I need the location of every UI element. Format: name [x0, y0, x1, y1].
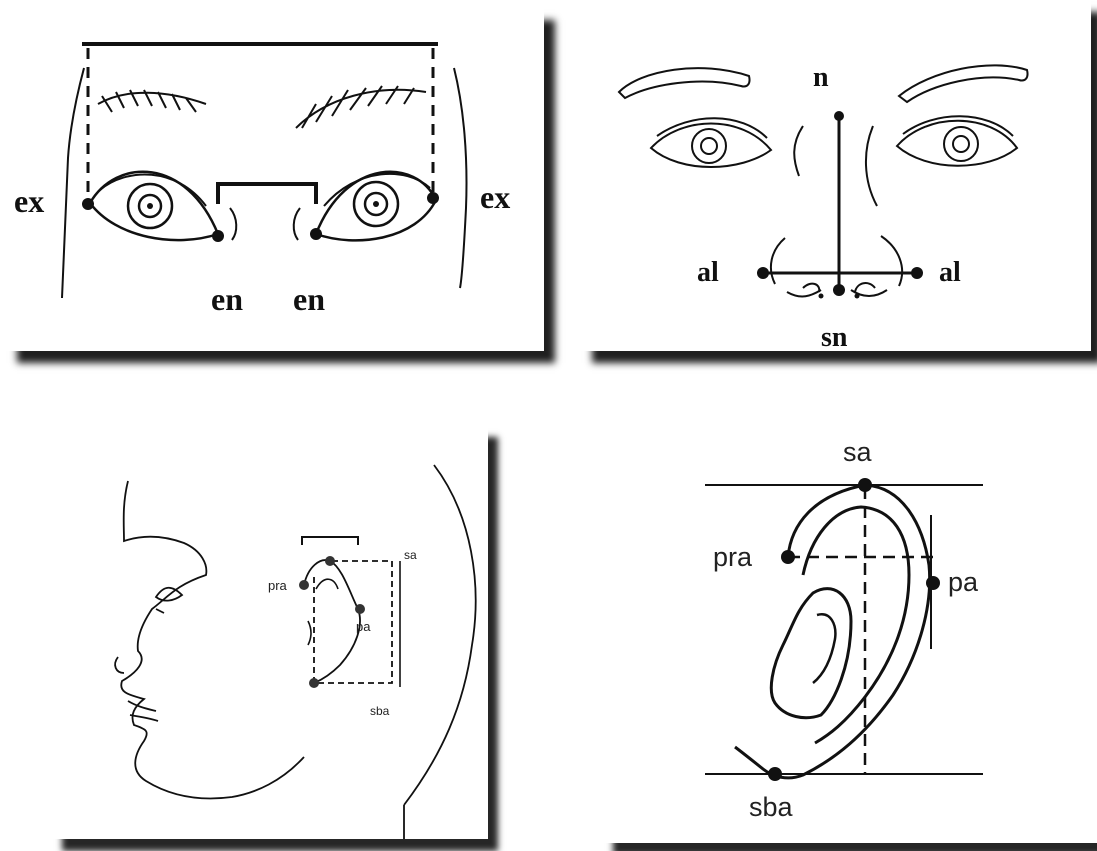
right-eye — [897, 116, 1017, 166]
nose-left-bridge — [794, 126, 803, 176]
ex-left-point — [82, 198, 94, 210]
profile-landmark-panel: pra pa sa sba — [52, 425, 488, 839]
pa-point — [926, 576, 940, 590]
pra-point — [781, 550, 795, 564]
n-point — [834, 111, 844, 121]
nose-right-bridge — [866, 126, 877, 206]
right-head-contour — [454, 68, 467, 288]
sn-point — [833, 284, 845, 296]
sba-label: sba — [370, 704, 390, 718]
nostril — [115, 657, 124, 673]
pra-point — [299, 580, 309, 590]
pa-point — [355, 604, 365, 614]
profile-diagram: pra pa sa sba — [52, 425, 488, 839]
left-eyebrow — [619, 68, 750, 98]
eyes-landmark-panel: ex ex en en — [6, 8, 544, 351]
ear-concha — [771, 589, 851, 718]
eyes-diagram: ex ex en en — [6, 8, 544, 351]
sa-point — [325, 556, 335, 566]
ex-right-label: ex — [480, 179, 510, 215]
ear-antihelix — [803, 507, 909, 743]
en-right-label: en — [293, 281, 325, 317]
al-left-label: al — [697, 257, 719, 288]
left-head-contour — [62, 68, 84, 298]
sn-label: sn — [821, 322, 848, 353]
en-en-measure-line — [218, 184, 316, 204]
ear-inner — [308, 579, 338, 645]
ex-left-label: ex — [14, 183, 44, 219]
pa-label: pa — [948, 567, 979, 597]
al-left-point — [757, 267, 769, 279]
al-right-label: al — [939, 257, 961, 288]
al-right-point — [911, 267, 923, 279]
ear-landmark-panel: sa pra pa sba — [603, 425, 1097, 843]
en-left-label: en — [211, 281, 243, 317]
sba-label: sba — [749, 792, 794, 822]
pa-label: pa — [356, 619, 371, 634]
en-left-point — [212, 230, 224, 242]
right-eyebrow — [899, 65, 1028, 102]
pra-label: pra — [268, 578, 288, 593]
sba-point — [768, 767, 782, 781]
left-eye — [651, 118, 771, 167]
sa-point — [858, 478, 872, 492]
nose-diagram: n al al sn — [581, 0, 1091, 351]
nose-alae — [771, 236, 902, 286]
n-label: n — [813, 62, 829, 93]
ear-width-bracket — [302, 537, 358, 545]
left-eyebrow — [98, 90, 206, 112]
pra-label: pra — [713, 542, 753, 572]
head-back-line — [404, 465, 476, 805]
ear-diagram: sa pra pa sba — [603, 425, 1097, 843]
en-right-point — [310, 228, 322, 240]
face-profile-line — [121, 481, 304, 798]
sba-point — [309, 678, 319, 688]
left-eye — [90, 172, 236, 240]
sa-label: sa — [843, 437, 873, 467]
nose-landmark-panel: n al al sn — [581, 0, 1091, 351]
ear-tragus — [813, 614, 835, 683]
right-eyebrow — [296, 86, 426, 128]
eye-profile — [156, 588, 182, 613]
ear-outline — [304, 560, 360, 683]
sa-label: sa — [404, 548, 417, 562]
ex-right-point — [427, 192, 439, 204]
